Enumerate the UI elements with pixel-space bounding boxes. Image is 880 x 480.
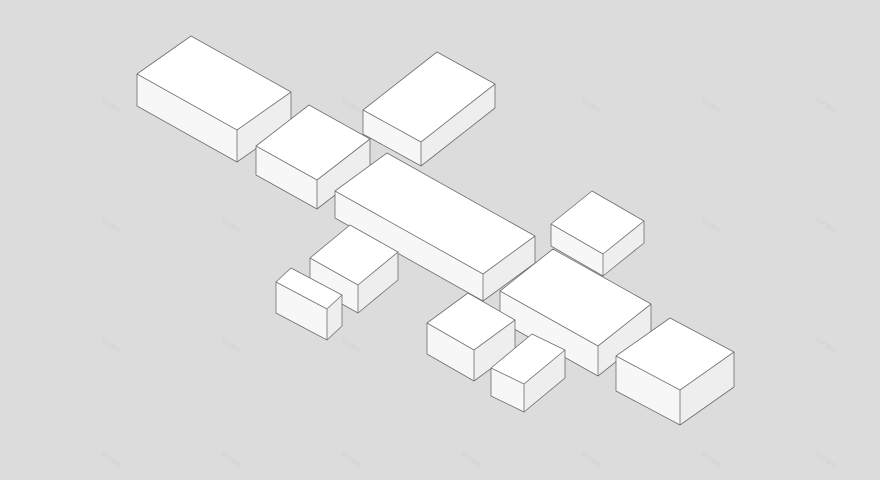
block-top-left-right-face (237, 92, 291, 162)
watermark-text: 知末案例 (699, 95, 723, 115)
block-central-long (334, 152, 536, 302)
watermark-text: 知末案例 (814, 335, 838, 355)
block-bottom-middle-left-face (427, 323, 474, 381)
block-bottom-small (490, 333, 566, 413)
watermark-text: 知末案例 (219, 215, 243, 235)
watermark-text: 知末案例 (219, 450, 243, 470)
block-top-right-top-face (363, 52, 495, 142)
block-top-right-right-face (421, 84, 495, 166)
watermark-text: 知末案例 (699, 215, 723, 235)
block-bottom-right-top-face (616, 318, 734, 390)
watermark-text: 知末案例 (814, 450, 838, 470)
block-bottom-small-left-face (491, 368, 524, 412)
block-left-small-right-face (327, 295, 342, 340)
block-central-long-left-face (335, 191, 483, 301)
block-bottom-middle-right-face (474, 320, 515, 381)
block-bottom-small-top-face (491, 334, 565, 384)
watermark-text: 知末案例 (99, 450, 123, 470)
block-mid-right-left-face (500, 291, 598, 376)
block-top-right (362, 51, 496, 167)
block-bottom-right (615, 317, 735, 426)
block-right-small-top-face (551, 191, 644, 254)
watermark-text: 知末案例 (99, 215, 123, 235)
block-left-cube-right-face (358, 252, 398, 313)
block-bottom-right-left-face (616, 356, 680, 425)
watermark-text: 知末案例 (699, 450, 723, 470)
block-central-long-top-face (335, 153, 535, 274)
block-top-right-left-face (363, 110, 421, 166)
block-top-left-left-face (137, 74, 237, 162)
block-right-small-right-face (603, 221, 644, 276)
block-upper-middle-left-face (256, 146, 317, 209)
watermark-text: 知末案例 (219, 335, 243, 355)
watermark-text: 知末案例 (339, 335, 363, 355)
block-upper-middle (255, 104, 371, 210)
block-top-left (136, 35, 292, 163)
block-left-small (275, 267, 343, 341)
watermark-text: 知末案例 (814, 215, 838, 235)
block-left-cube-left-face (310, 258, 358, 313)
block-bottom-small-right-face (524, 350, 565, 412)
watermark-text: 知末案例 (99, 335, 123, 355)
watermark-text: 知末案例 (99, 95, 123, 115)
block-bottom-middle (426, 292, 516, 382)
watermark-text: 知末案例 (579, 95, 603, 115)
block-right-small (550, 190, 645, 277)
block-central-long-right-face (483, 236, 535, 301)
watermark-text: 知末案例 (339, 95, 363, 115)
watermark-text: 知末案例 (459, 450, 483, 470)
block-mid-right-top-face (500, 249, 651, 346)
block-top-left-top-face (137, 36, 291, 130)
block-right-small-left-face (551, 224, 603, 276)
block-mid-right (499, 248, 652, 377)
watermark-text: 知末案例 (579, 450, 603, 470)
block-bottom-right-right-face (680, 352, 734, 425)
watermark-text: 知末案例 (339, 450, 363, 470)
block-mid-right-right-face (598, 304, 651, 376)
block-left-cube (309, 224, 399, 314)
block-upper-middle-top-face (256, 105, 370, 180)
watermark-text: 知末案例 (814, 95, 838, 115)
block-left-small-top-face (276, 268, 342, 309)
block-upper-middle-right-face (317, 139, 370, 209)
block-left-small-left-face (276, 282, 327, 340)
blocks-layer (136, 35, 735, 426)
